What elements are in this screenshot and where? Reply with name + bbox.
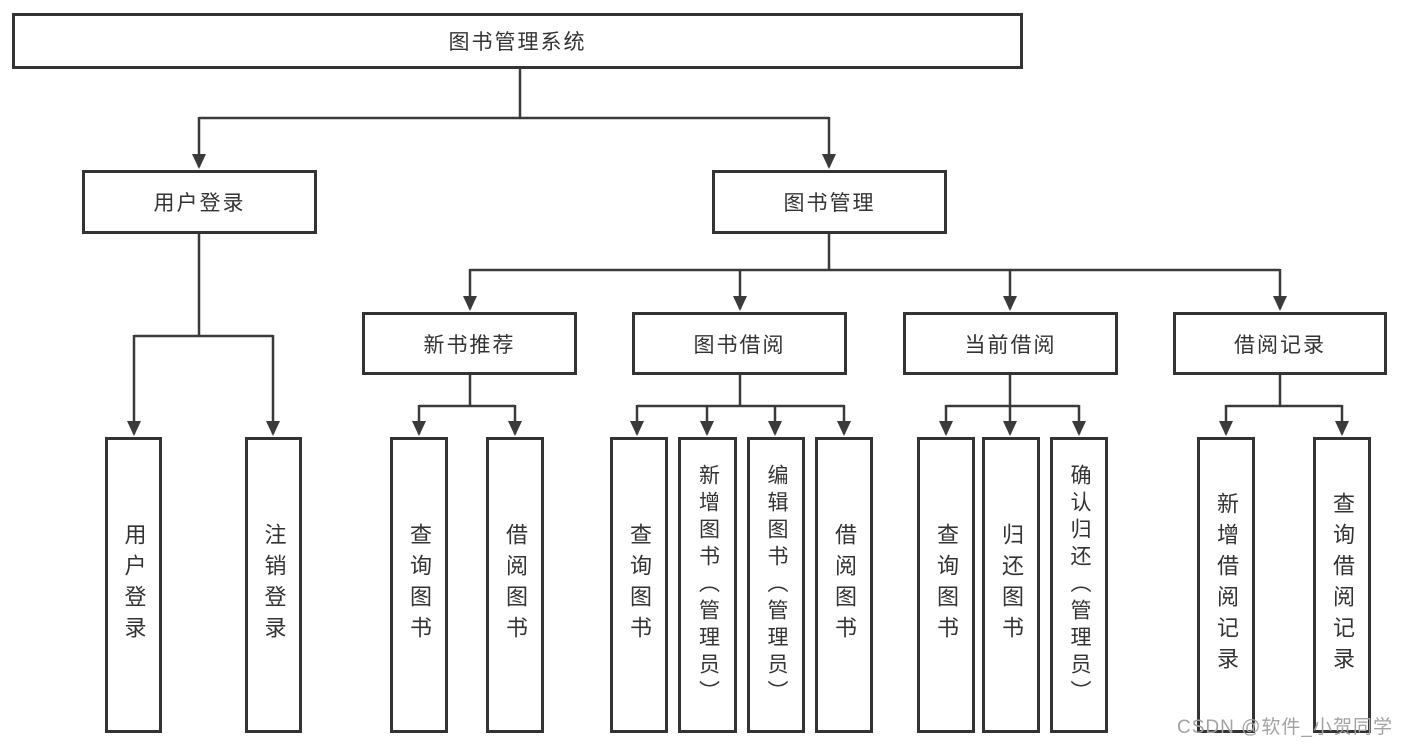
leaf-edit-books-admin: 编辑图书（管理员）: [747, 437, 805, 733]
node-current-borrow-label: 当前借阅: [964, 333, 1057, 357]
node-book-management-label: 图书管理: [783, 192, 876, 215]
leaf-borrow-books-recommend: 借阅图书: [486, 437, 544, 733]
node-user-login-label: 用户登录: [153, 192, 246, 215]
leaf-query-books-recommend: 查询图书: [390, 437, 448, 733]
leaf-user-login-label: 用户登录: [121, 523, 147, 647]
node-book-borrow: 图书借阅: [632, 312, 847, 375]
csdn-watermark: CSDN @软件_小贺同学: [1177, 717, 1393, 738]
leaf-query-borrow-record: 查询借阅记录: [1313, 437, 1371, 733]
leaf-return-books: 归还图书: [982, 437, 1040, 733]
leaf-query-books-borrow-label: 查询图书: [627, 523, 652, 647]
leaf-query-books-current-label: 查询图书: [934, 523, 959, 647]
leaf-add-borrow-record-label: 新增借阅记录: [1214, 492, 1239, 678]
node-current-borrow: 当前借阅: [903, 312, 1118, 375]
node-library-system-label: 图书管理系统: [448, 31, 587, 54]
node-library-system: 图书管理系统: [12, 13, 1023, 69]
leaf-add-borrow-record: 新增借阅记录: [1197, 437, 1255, 733]
leaf-confirm-return-admin-label: 确认归还（管理员）: [1068, 463, 1091, 707]
node-book-management: 图书管理: [712, 170, 947, 234]
leaf-add-books-admin-label: 新增图书（管理员）: [696, 463, 720, 707]
leaf-add-books-admin: 新增图书（管理员）: [678, 437, 737, 733]
leaf-query-books-recommend-label: 查询图书: [407, 523, 432, 647]
leaf-borrow-books-recommend-label: 借阅图书: [503, 523, 528, 647]
leaf-edit-books-admin-label: 编辑图书（管理员）: [765, 463, 788, 707]
node-borrow-records-label: 借阅记录: [1234, 333, 1326, 357]
leaf-user-login: 用户登录: [105, 437, 162, 733]
node-new-book-recommend: 新书推荐: [362, 312, 577, 375]
leaf-return-books-label: 归还图书: [999, 523, 1024, 647]
node-user-login: 用户登录: [82, 170, 317, 234]
leaf-confirm-return-admin: 确认归还（管理员）: [1050, 437, 1108, 733]
leaf-query-borrow-record-label: 查询借阅记录: [1330, 492, 1355, 678]
leaf-logout-label: 注销登录: [261, 523, 287, 647]
leaf-borrow-books: 借阅图书: [815, 437, 873, 733]
node-book-borrow-label: 图书借阅: [693, 333, 786, 357]
leaf-query-books-borrow: 查询图书: [610, 437, 668, 733]
node-new-book-recommend-label: 新书推荐: [423, 333, 516, 357]
leaf-logout: 注销登录: [245, 437, 302, 733]
leaf-borrow-books-label: 借阅图书: [832, 523, 857, 647]
leaf-query-books-current: 查询图书: [917, 437, 975, 733]
node-borrow-records: 借阅记录: [1173, 312, 1387, 375]
